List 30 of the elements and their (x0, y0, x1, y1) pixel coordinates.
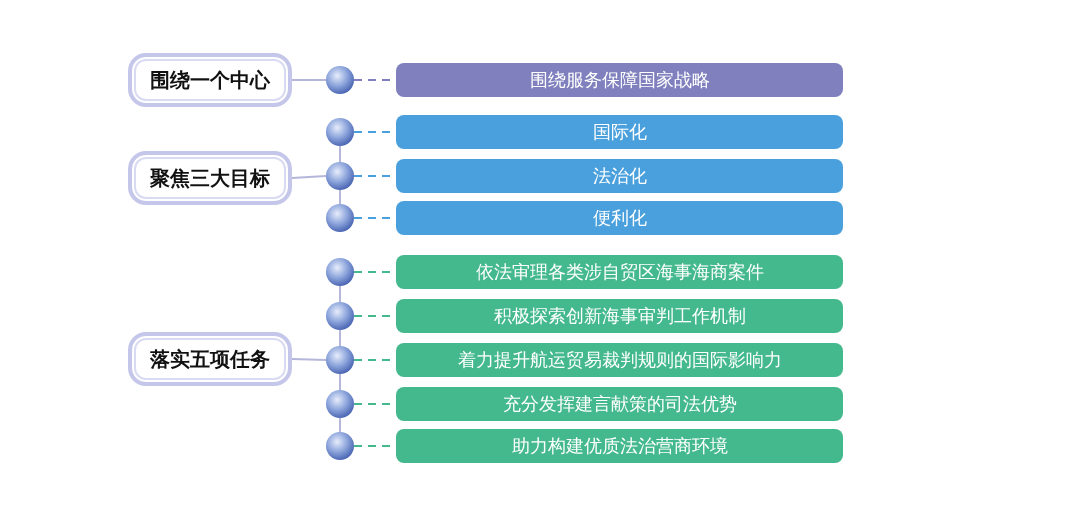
connector-line (291, 175, 327, 179)
item-bar: 围绕服务保障国家战略 (396, 63, 843, 97)
item-bar: 助力构建优质法治营商环境 (396, 429, 843, 463)
bullet-circle (326, 390, 354, 418)
connector-line (339, 285, 341, 303)
connector-line (339, 145, 341, 163)
bullet-circle (326, 162, 354, 190)
bullet-circle (326, 432, 354, 460)
item-bar: 法治化 (396, 159, 843, 193)
heading-box: 围绕一个中心 (128, 53, 292, 107)
connector-line (339, 373, 341, 391)
heading-box: 聚焦三大目标 (128, 151, 292, 205)
item-bar: 充分发挥建言献策的司法优势 (396, 387, 843, 421)
connector-line (291, 79, 327, 81)
connector-line (339, 189, 341, 205)
item-bar: 便利化 (396, 201, 843, 235)
bullet-circle (326, 258, 354, 286)
item-bar: 依法审理各类涉自贸区海事海商案件 (396, 255, 843, 289)
bullet-circle (326, 66, 354, 94)
heading-box: 落实五项任务 (128, 332, 292, 386)
connector-line (339, 417, 341, 433)
connector-line (291, 358, 327, 361)
bullet-circle (326, 204, 354, 232)
bullet-circle (326, 346, 354, 374)
connector-line (339, 329, 341, 347)
item-bar: 积极探索创新海事审判工作机制 (396, 299, 843, 333)
item-bar: 着力提升航运贸易裁判规则的国际影响力 (396, 343, 843, 377)
item-bar: 国际化 (396, 115, 843, 149)
bullet-circle (326, 302, 354, 330)
bullet-circle (326, 118, 354, 146)
